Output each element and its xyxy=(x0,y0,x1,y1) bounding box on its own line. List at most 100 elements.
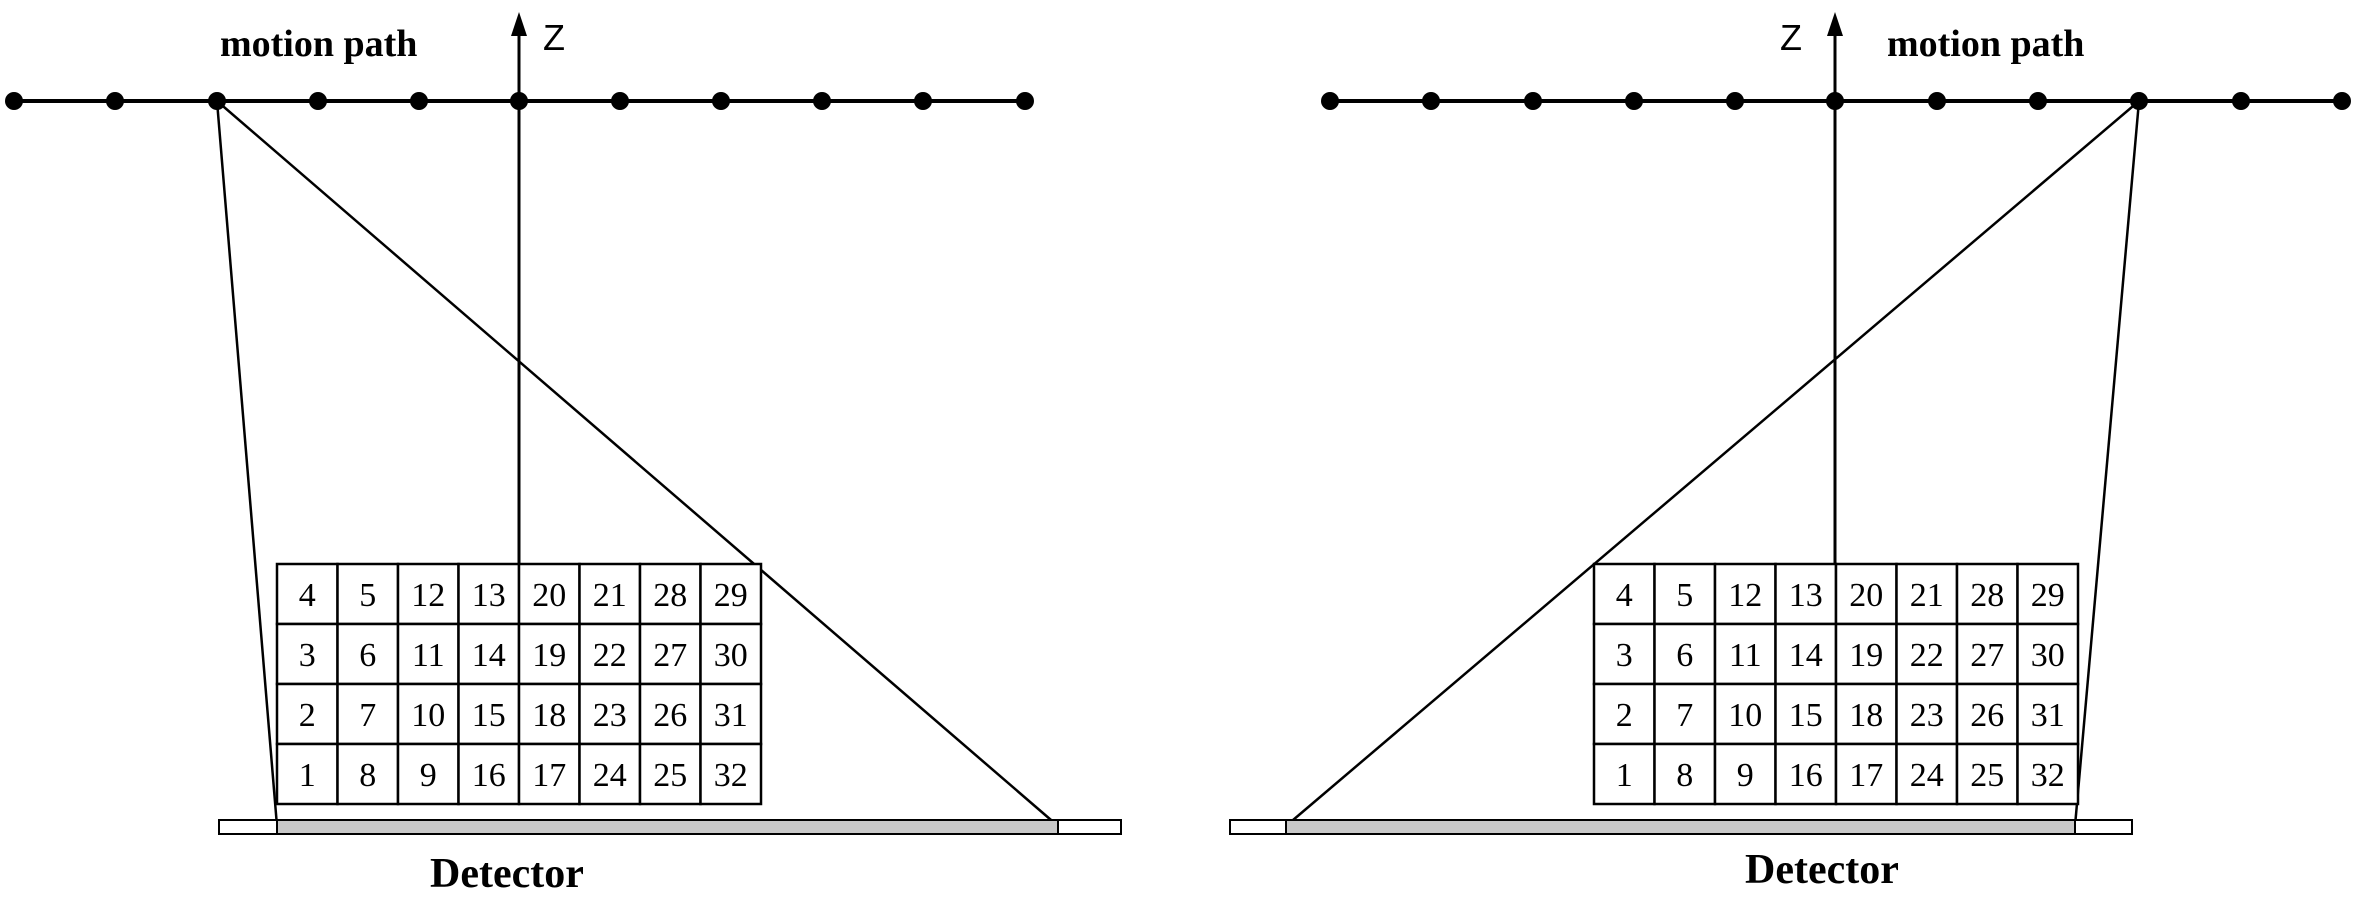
grid-cell-number: 22 xyxy=(1910,637,1944,674)
grid-cell-number: 8 xyxy=(1676,757,1693,794)
grid-cell-number: 30 xyxy=(714,637,748,674)
grid-cell-number: 22 xyxy=(593,637,627,674)
grid-cell xyxy=(1895,562,1959,626)
grid-cell xyxy=(1895,622,1959,686)
path-point xyxy=(2232,92,2250,110)
right-ray xyxy=(2073,100,2141,827)
grid-cell-number: 3 xyxy=(1616,637,1633,674)
path-point xyxy=(712,92,730,110)
grid-cell-number: 14 xyxy=(1789,637,1823,674)
path-point xyxy=(2333,92,2351,110)
grid-cell-number: 10 xyxy=(1728,697,1762,734)
grid-cell-number: 4 xyxy=(299,577,316,614)
path-point xyxy=(2029,92,2047,110)
grid-cell-number: 1 xyxy=(299,757,316,794)
grid-cell-number: 1 xyxy=(1616,757,1633,794)
grid-cell xyxy=(336,682,400,746)
grid-cell xyxy=(638,622,702,686)
grid-cell xyxy=(1713,562,1777,626)
grid-cell-number: 11 xyxy=(1729,637,1762,674)
grid-cell-number: 7 xyxy=(1676,697,1693,734)
grid-cell-number: 23 xyxy=(1910,697,1944,734)
grid-cell xyxy=(699,562,763,626)
left-ray xyxy=(215,100,279,827)
grid-cell-number: 17 xyxy=(532,757,566,794)
grid-cell-number: 5 xyxy=(1676,577,1693,614)
right-detector xyxy=(1229,819,2133,835)
grid-cell xyxy=(336,742,400,806)
grid-cell-number: 18 xyxy=(532,697,566,734)
path-point xyxy=(1321,92,1339,110)
grid-cell xyxy=(638,682,702,746)
grid-cell xyxy=(457,682,521,746)
grid-cell-number: 24 xyxy=(1910,757,1944,794)
grid-cell-number: 7 xyxy=(359,697,376,734)
grid-cell-number: 21 xyxy=(1910,577,1944,614)
grid-cell-number: 16 xyxy=(472,757,506,794)
grid-cell-number: 20 xyxy=(532,577,566,614)
path-point xyxy=(1625,92,1643,110)
grid-cell xyxy=(638,742,702,806)
grid-cell xyxy=(1955,562,2019,626)
path-point xyxy=(1016,92,1034,110)
right-ray xyxy=(1285,100,2140,827)
grid-cell-number: 19 xyxy=(532,637,566,674)
grid-cell-number: 6 xyxy=(359,637,376,674)
grid-cell-number: 5 xyxy=(359,577,376,614)
grid-cell-number: 9 xyxy=(1737,757,1754,794)
grid-cell-number: 28 xyxy=(653,577,687,614)
path-point xyxy=(309,92,327,110)
grid-cell-number: 14 xyxy=(472,637,506,674)
grid-cell xyxy=(578,562,642,626)
grid-cell-number: 19 xyxy=(1849,637,1883,674)
grid-cell-number: 13 xyxy=(1789,577,1823,614)
grid-cell xyxy=(699,742,763,806)
grid-cell xyxy=(1713,682,1777,746)
grid-cell-number: 27 xyxy=(653,637,687,674)
grid-cell xyxy=(1774,562,1838,626)
grid-cell xyxy=(578,622,642,686)
grid-cell xyxy=(638,562,702,626)
grid-cell xyxy=(699,682,763,746)
grid-cell-number: 21 xyxy=(593,577,627,614)
grid-cell-number: 4 xyxy=(1616,577,1633,614)
grid-cell xyxy=(1955,622,2019,686)
path-point xyxy=(1524,92,1542,110)
grid-cell-number: 26 xyxy=(653,697,687,734)
grid-cell-number: 24 xyxy=(593,757,627,794)
grid-cell-number: 32 xyxy=(2031,757,2065,794)
grid-cell-number: 27 xyxy=(1970,637,2004,674)
grid-cell-number: 28 xyxy=(1970,577,2004,614)
path-point xyxy=(106,92,124,110)
path-point xyxy=(813,92,831,110)
path-point xyxy=(1726,92,1744,110)
grid-cell-number: 13 xyxy=(472,577,506,614)
grid-cell xyxy=(1834,742,1898,806)
detector-cap-right xyxy=(2074,819,2133,835)
grid-cell-number: 26 xyxy=(1970,697,2004,734)
grid-cell-number: 2 xyxy=(299,697,316,734)
grid-cell-number: 16 xyxy=(1789,757,1823,794)
left-detector-label: Detector xyxy=(430,851,584,897)
left-z-label: Z xyxy=(543,17,565,58)
grid-cell-number: 31 xyxy=(714,697,748,734)
grid-cell-number: 8 xyxy=(359,757,376,794)
grid-cell-number: 32 xyxy=(714,757,748,794)
grid-cell-number: 25 xyxy=(653,757,687,794)
grid-cell-number: 12 xyxy=(411,577,445,614)
path-point xyxy=(914,92,932,110)
grid-cell xyxy=(1592,622,1656,686)
grid-cell xyxy=(2016,682,2080,746)
path-point xyxy=(1928,92,1946,110)
detector-cap-left xyxy=(218,819,278,835)
grid-cell-number: 3 xyxy=(299,637,316,674)
grid-cell xyxy=(2016,742,2080,806)
grid-cell xyxy=(336,562,400,626)
grid-cell-number: 18 xyxy=(1849,697,1883,734)
grid-cell xyxy=(275,742,339,806)
left-z-arrowhead xyxy=(511,12,527,36)
path-point xyxy=(1422,92,1440,110)
